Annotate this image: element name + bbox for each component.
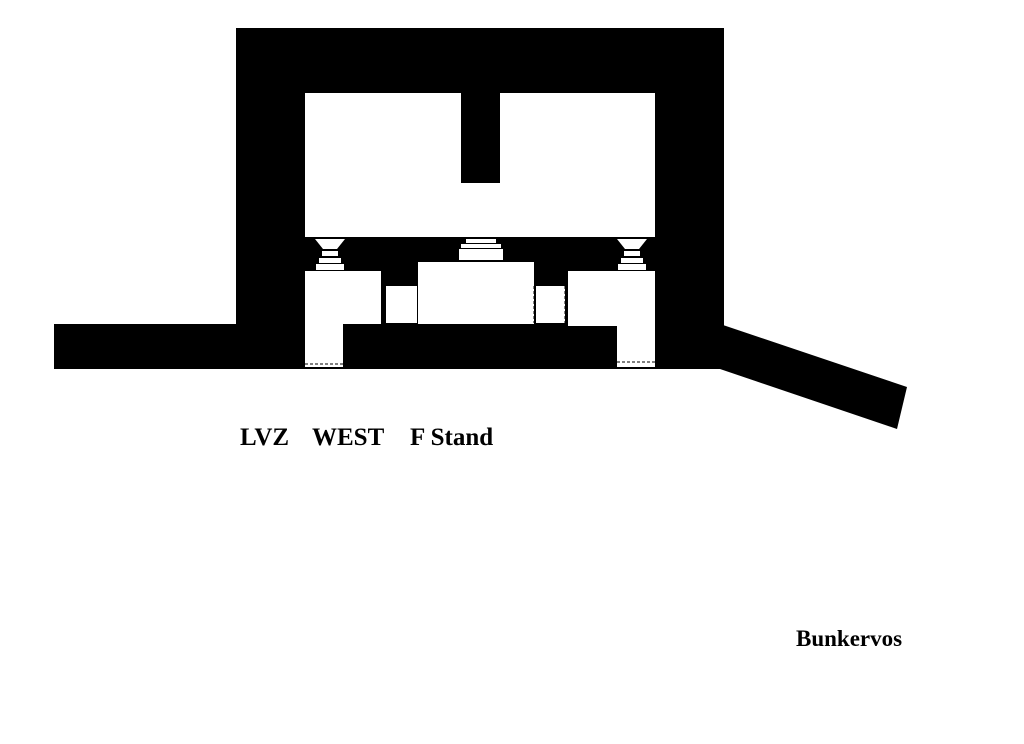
- right-wing-wall: [720, 324, 907, 429]
- left-wing-wall: [54, 324, 244, 369]
- right-doorway: [536, 286, 565, 323]
- door-markings: [305, 286, 655, 365]
- left-entrance-room: [305, 271, 381, 367]
- right-embrasure: [617, 239, 647, 270]
- right-entrance-room: [568, 271, 655, 367]
- center-room: [418, 262, 534, 324]
- center-embrasure: [459, 239, 503, 260]
- left-embrasure: [315, 239, 345, 270]
- left-doorway: [386, 286, 417, 323]
- partition-wall: [461, 93, 500, 183]
- title-part-3: F Stand: [410, 424, 494, 451]
- title-part-1: LVZ: [240, 424, 290, 451]
- title-part-2: WEST: [312, 424, 385, 451]
- credit-label: Bunkervos: [796, 626, 903, 651]
